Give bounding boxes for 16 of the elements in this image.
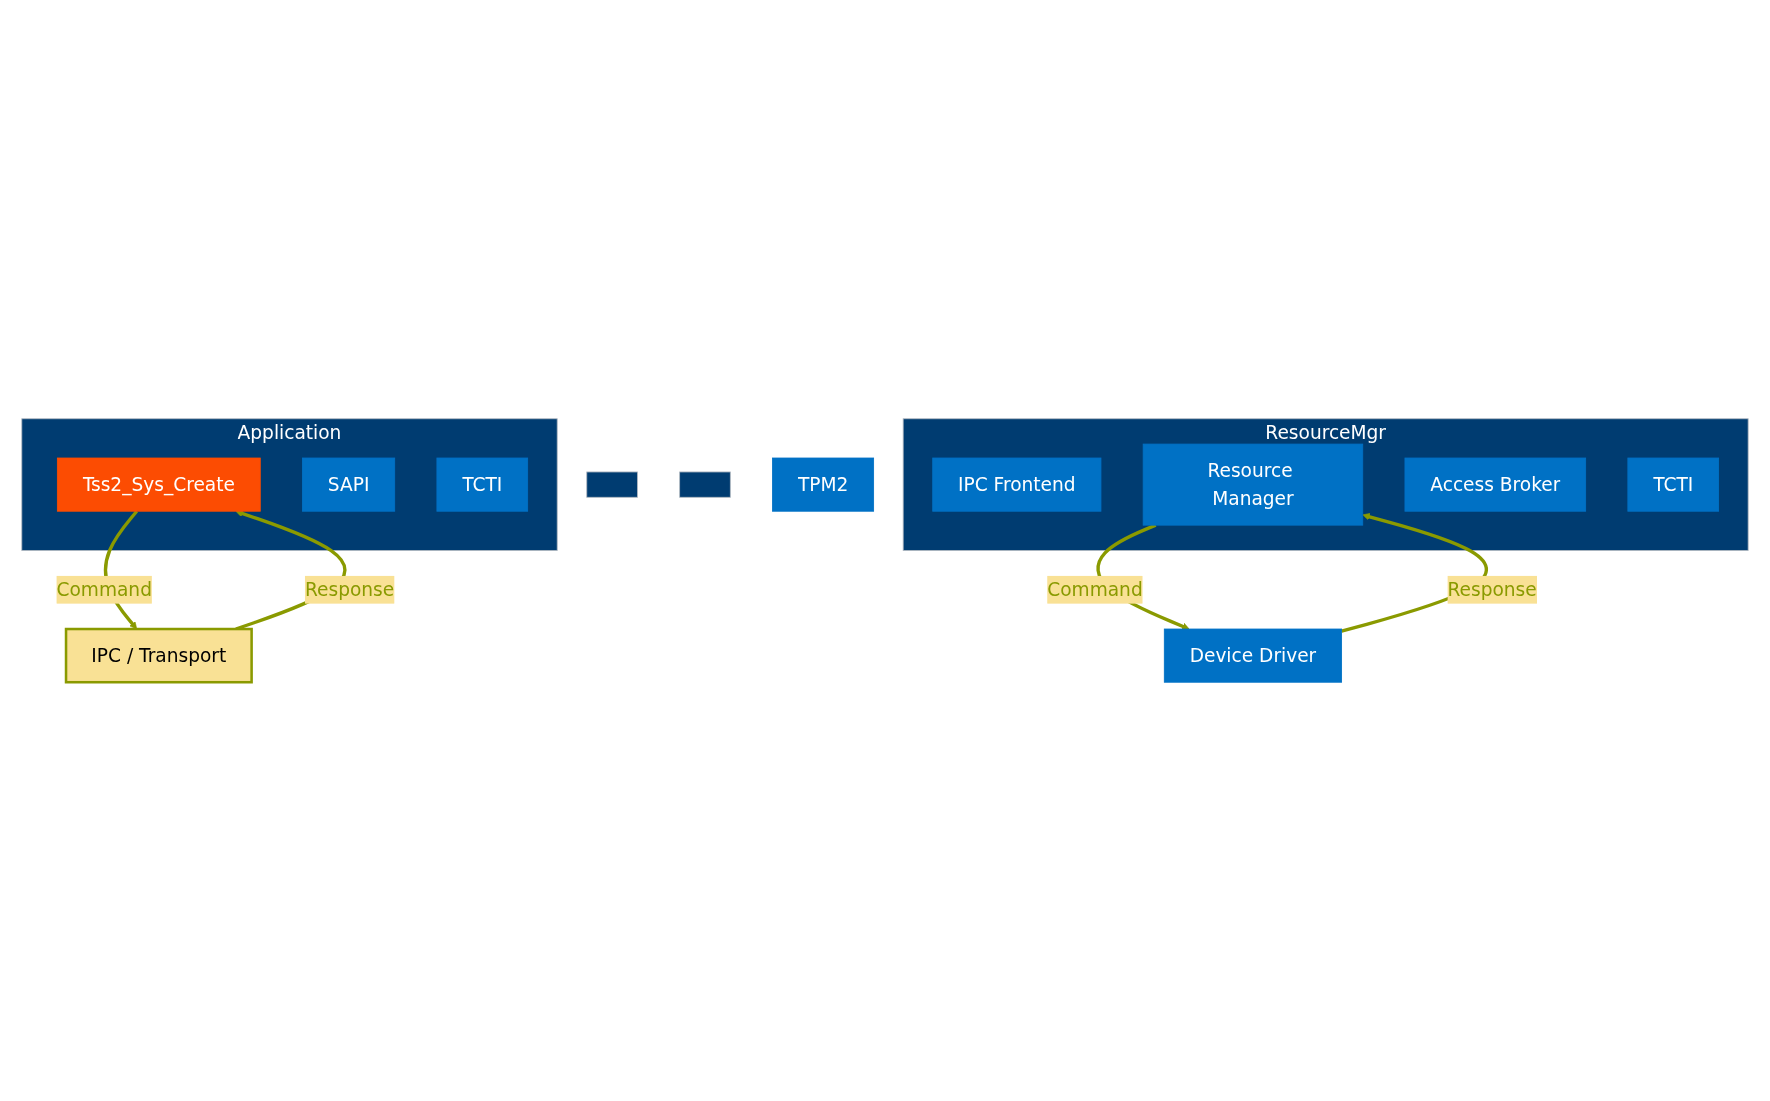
node-box: Resource Manager xyxy=(1142,443,1364,526)
node-box: SAPI xyxy=(302,457,396,512)
edge-label: Command xyxy=(56,579,152,601)
node-box: TCTI xyxy=(436,457,529,512)
node-box: IPC / Transport xyxy=(64,627,253,684)
node-box: Access Broker xyxy=(1404,457,1587,512)
node-box: TCTI xyxy=(1627,457,1720,512)
node-box xyxy=(586,471,638,498)
node-box: Tss2_Sys_Create xyxy=(56,457,261,512)
edge-label: Response xyxy=(304,579,395,601)
node-box xyxy=(679,471,731,498)
node-box: TPM2 xyxy=(772,457,875,512)
node-box: Device Driver xyxy=(1163,628,1343,683)
edge-label: Command xyxy=(1047,579,1143,601)
edge-label: Response xyxy=(1447,579,1537,601)
node-box: IPC Frontend xyxy=(932,457,1102,512)
